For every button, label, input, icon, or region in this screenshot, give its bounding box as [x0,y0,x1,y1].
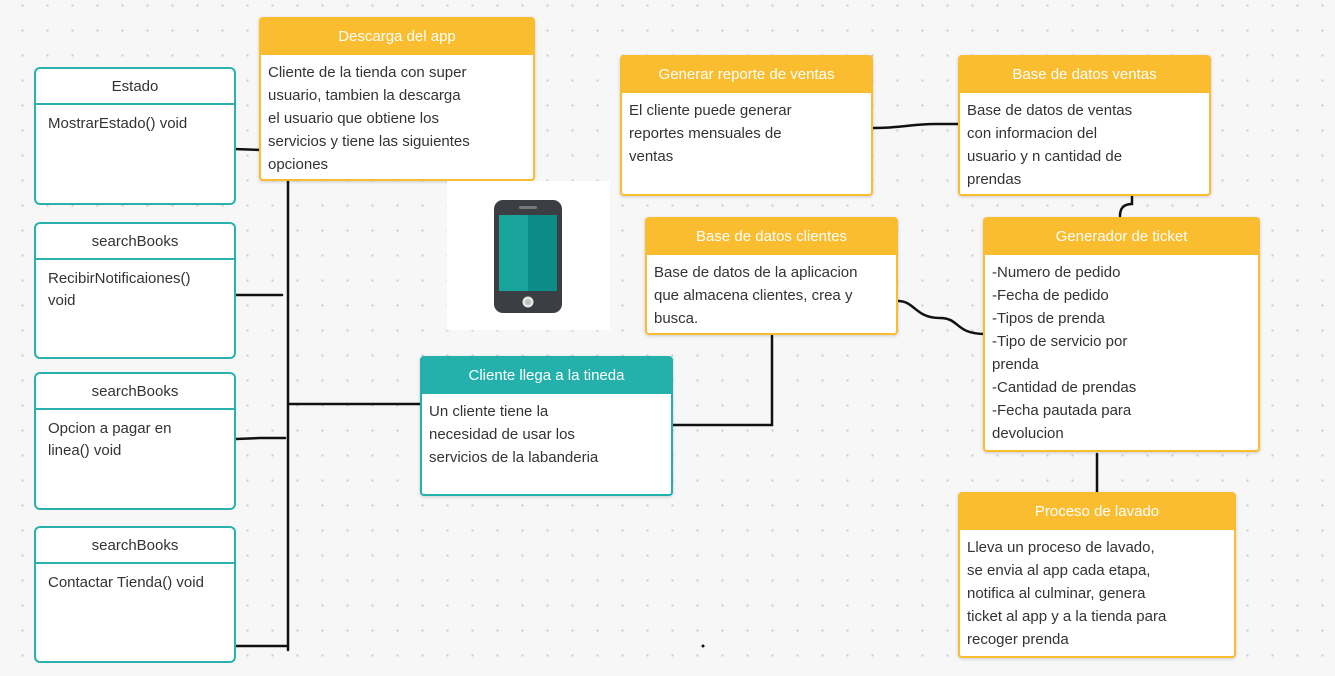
card-body: Base de datos de ventas con informacion … [967,102,1133,188]
uml-box-estado[interactable]: Estado MostrarEstado() void [34,67,236,205]
card-body: Cliente de la tienda con super usuario, … [268,64,470,173]
uml-method: MostrarEstado() void [48,115,188,132]
uml-title: searchBooks [34,224,236,260]
card-title: Generador de ticket [985,219,1258,255]
card-body: El cliente puede generar reportes mensua… [629,102,792,165]
connector-clientes-ticket [896,299,987,336]
card-cliente-llega[interactable]: Cliente llega a la tineda Un cliente tie… [420,356,673,496]
card-body: Lleva un proceso de lavado, se envia al … [967,539,1167,648]
card-proceso-lavado[interactable]: Proceso de lavado Lleva un proceso de la… [958,492,1236,658]
card-title: Descarga del app [261,19,533,55]
uml-box-pagar[interactable]: searchBooks Opcion a pagar en linea() vo… [34,372,236,510]
connector-reporte-ventas [870,122,960,130]
card-generar-reporte[interactable]: Generar reporte de ventas El cliente pue… [620,55,873,196]
card-title: Base de datos clientes [647,219,896,255]
card-body: Base de datos de la aplicacion que almac… [654,264,858,327]
uml-method: RecibirNotificaiones() void [48,270,191,309]
uml-method: Contactar Tienda() void [48,574,204,591]
card-bd-clientes[interactable]: Base de datos clientes Base de datos de … [645,217,898,335]
uml-box-notificaciones[interactable]: searchBooks RecibirNotificaiones() void [34,222,236,359]
stray-dot [701,644,705,648]
card-bd-ventas[interactable]: Base de datos ventas Base de datos de ve… [958,55,1211,196]
card-descarga-app[interactable]: Descarga del app Cliente de la tienda co… [259,17,535,181]
connector-pagar [234,436,287,441]
uml-method: Opcion a pagar en linea() void [48,420,172,459]
phone-illustration [447,181,610,330]
card-body: Un cliente tiene la necesidad de usar lo… [429,403,599,466]
uml-title: searchBooks [34,374,236,410]
card-title: Cliente llega a la tineda [422,358,671,394]
connector-ventas-ticket [1118,192,1134,218]
connector-bd-clientes [670,334,774,427]
card-title: Generar reporte de ventas [622,57,871,93]
uml-box-contactar[interactable]: searchBooks Contactar Tienda() void [34,526,236,663]
card-body: -Numero de pedido -Fecha de pedido -Tipo… [992,264,1137,442]
card-generador-ticket[interactable]: Generador de ticket -Numero de pedido -F… [983,217,1260,452]
uml-title: searchBooks [34,528,236,564]
card-title: Base de datos ventas [960,57,1209,93]
smartphone-icon [494,200,562,313]
card-title: Proceso de lavado [960,494,1234,530]
uml-title: Estado [34,69,236,105]
